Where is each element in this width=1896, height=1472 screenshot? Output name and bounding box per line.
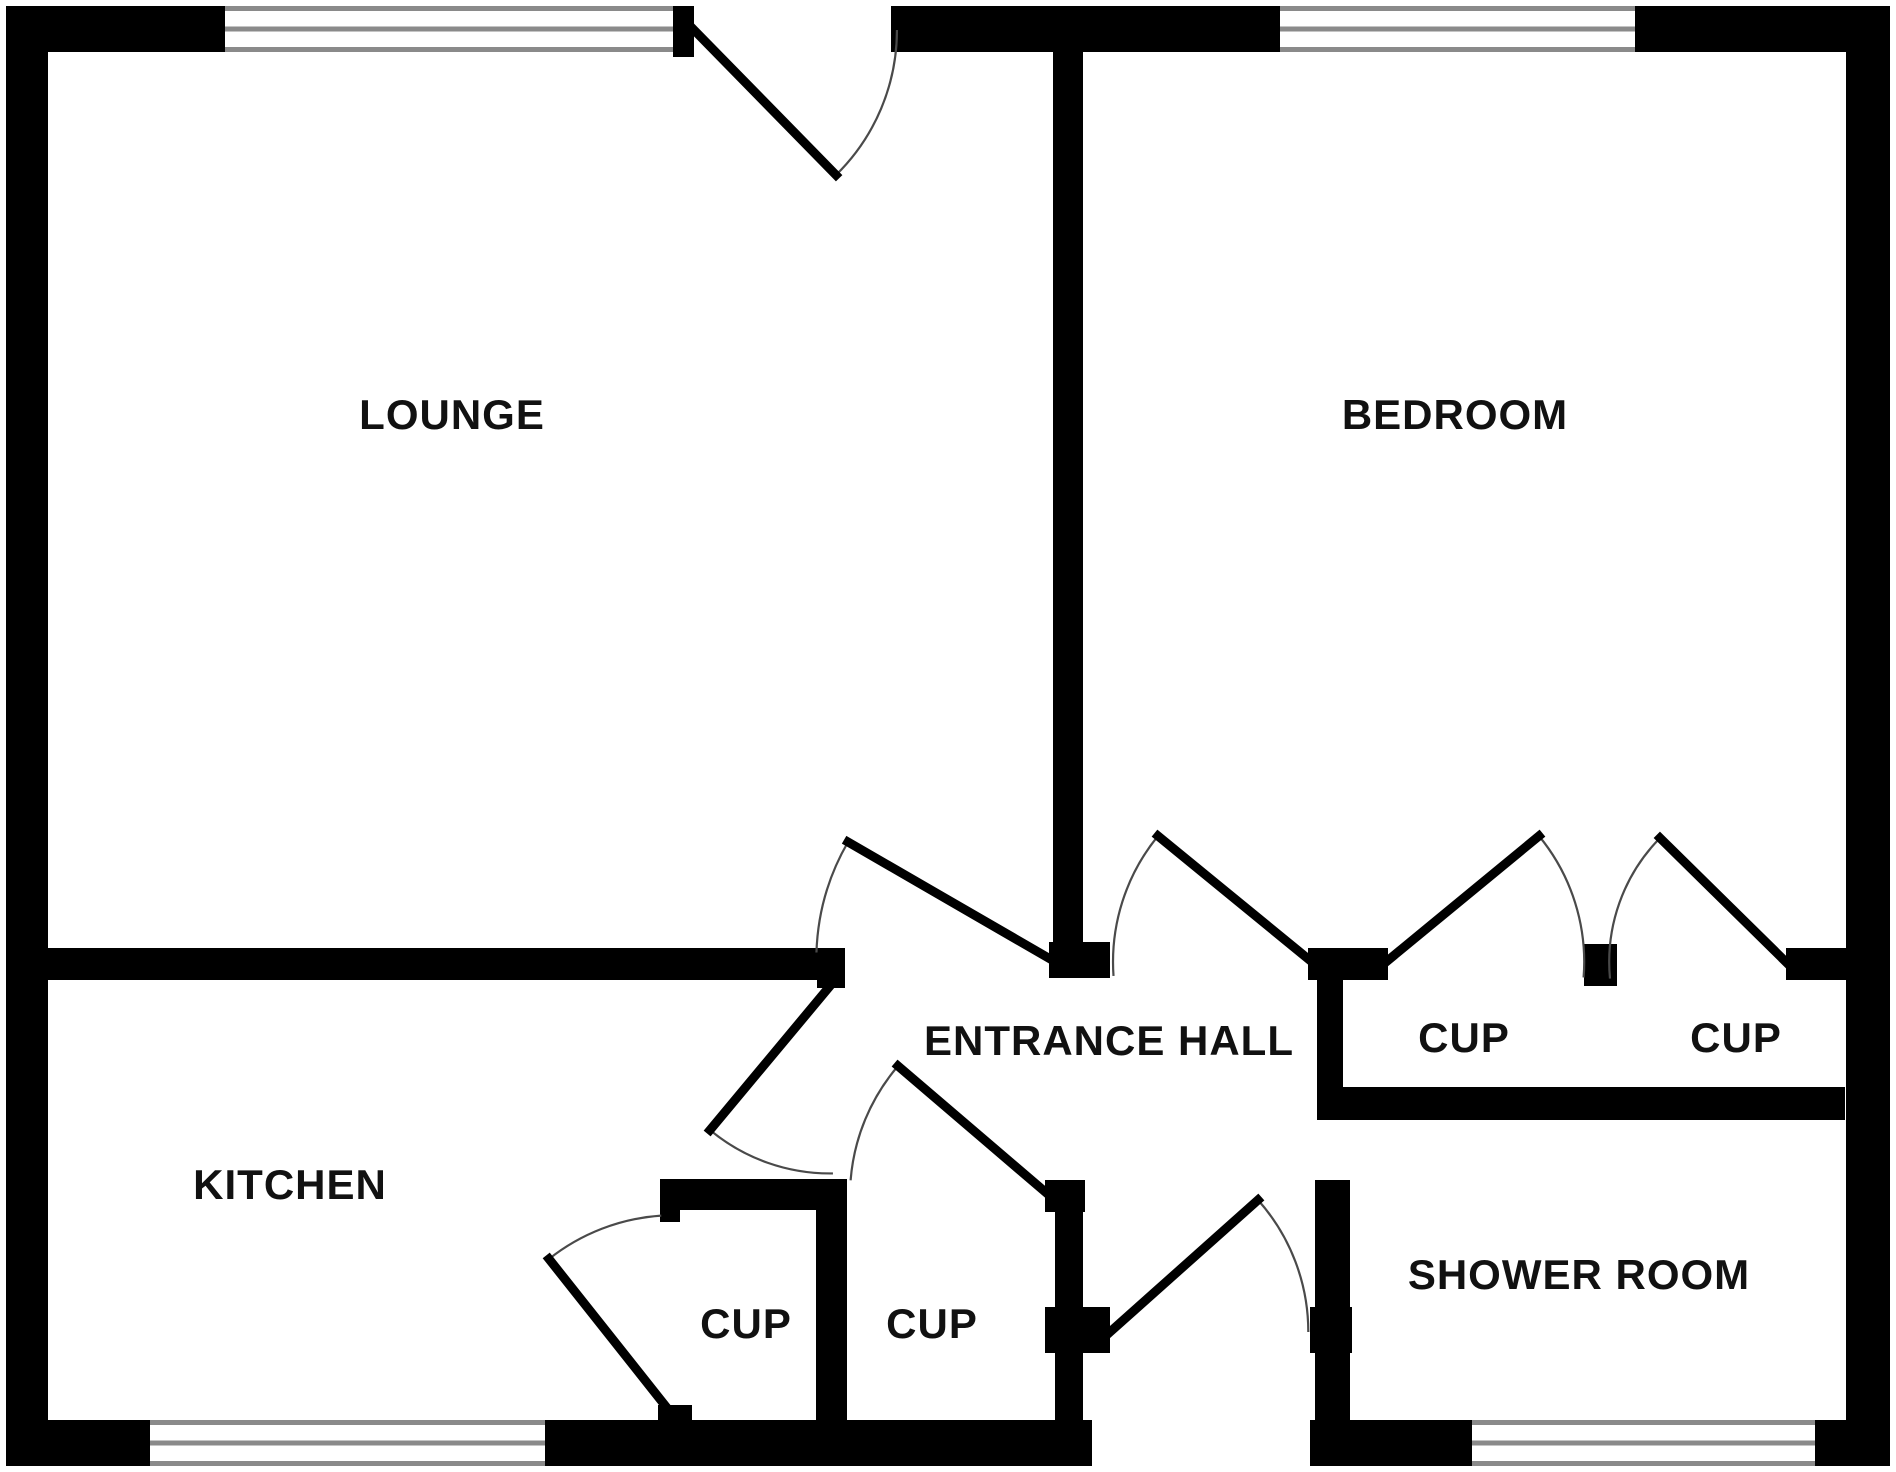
wall-segment [1584, 944, 1617, 986]
door-symbol [1103, 1193, 1310, 1339]
door-symbol [1111, 829, 1319, 977]
wall-segment [816, 1179, 847, 1420]
wall-segment [1310, 1420, 1472, 1466]
wall-segment [1317, 980, 1343, 1120]
room-label-entrance-hall: ENTRANCE HALL [924, 1017, 1294, 1064]
wall-segment [1308, 948, 1388, 980]
window-symbol [1472, 1420, 1815, 1466]
wall-segment [6, 1420, 150, 1466]
wall-segment [1846, 6, 1890, 1466]
wall-segment [1049, 942, 1110, 978]
door-symbol [542, 1214, 682, 1425]
wall-segment [48, 948, 817, 980]
room-label-shower-room: SHOWER ROOM [1407, 1251, 1751, 1298]
room-label-cupboard-bedroom-1: CUP [1418, 1014, 1510, 1061]
door-symbol [815, 835, 1059, 967]
wall-segment [6, 6, 48, 1466]
door-symbol [687, 23, 899, 182]
door-symbol [1379, 829, 1586, 978]
wall-segment [660, 1179, 816, 1210]
wall-segment [891, 6, 1280, 52]
doors-layer [542, 23, 1793, 1425]
wall-segment [1045, 1307, 1110, 1353]
room-label-cupboard-bedroom-2: CUP [1690, 1014, 1782, 1061]
room-label-kitchen: KITCHEN [193, 1161, 387, 1208]
room-label-lounge: LOUNGE [359, 391, 545, 438]
room-label-bedroom: BEDROOM [1341, 391, 1569, 438]
door-symbol [849, 1059, 1057, 1203]
window-symbol [225, 6, 673, 52]
wall-segment [1786, 948, 1846, 980]
wall-segment [673, 6, 694, 57]
wall-segment [1053, 52, 1083, 942]
room-label-cupboard-kitchen-2: CUP [886, 1300, 978, 1347]
wall-segment [545, 1420, 1092, 1466]
door-symbol [1608, 831, 1793, 979]
room-label-cupboard-kitchen-1: CUP [700, 1300, 792, 1347]
door-symbol [703, 979, 837, 1175]
window-symbol [150, 1420, 545, 1466]
wall-segment [1315, 1180, 1350, 1420]
windows-layer [150, 6, 1815, 1466]
window-symbol [1280, 6, 1635, 52]
wall-segment [1343, 1087, 1845, 1120]
walls-layer [6, 6, 1890, 1466]
wall-segment [1055, 1180, 1083, 1420]
wall-segment [660, 1179, 680, 1222]
wall-segment [1310, 1307, 1352, 1353]
